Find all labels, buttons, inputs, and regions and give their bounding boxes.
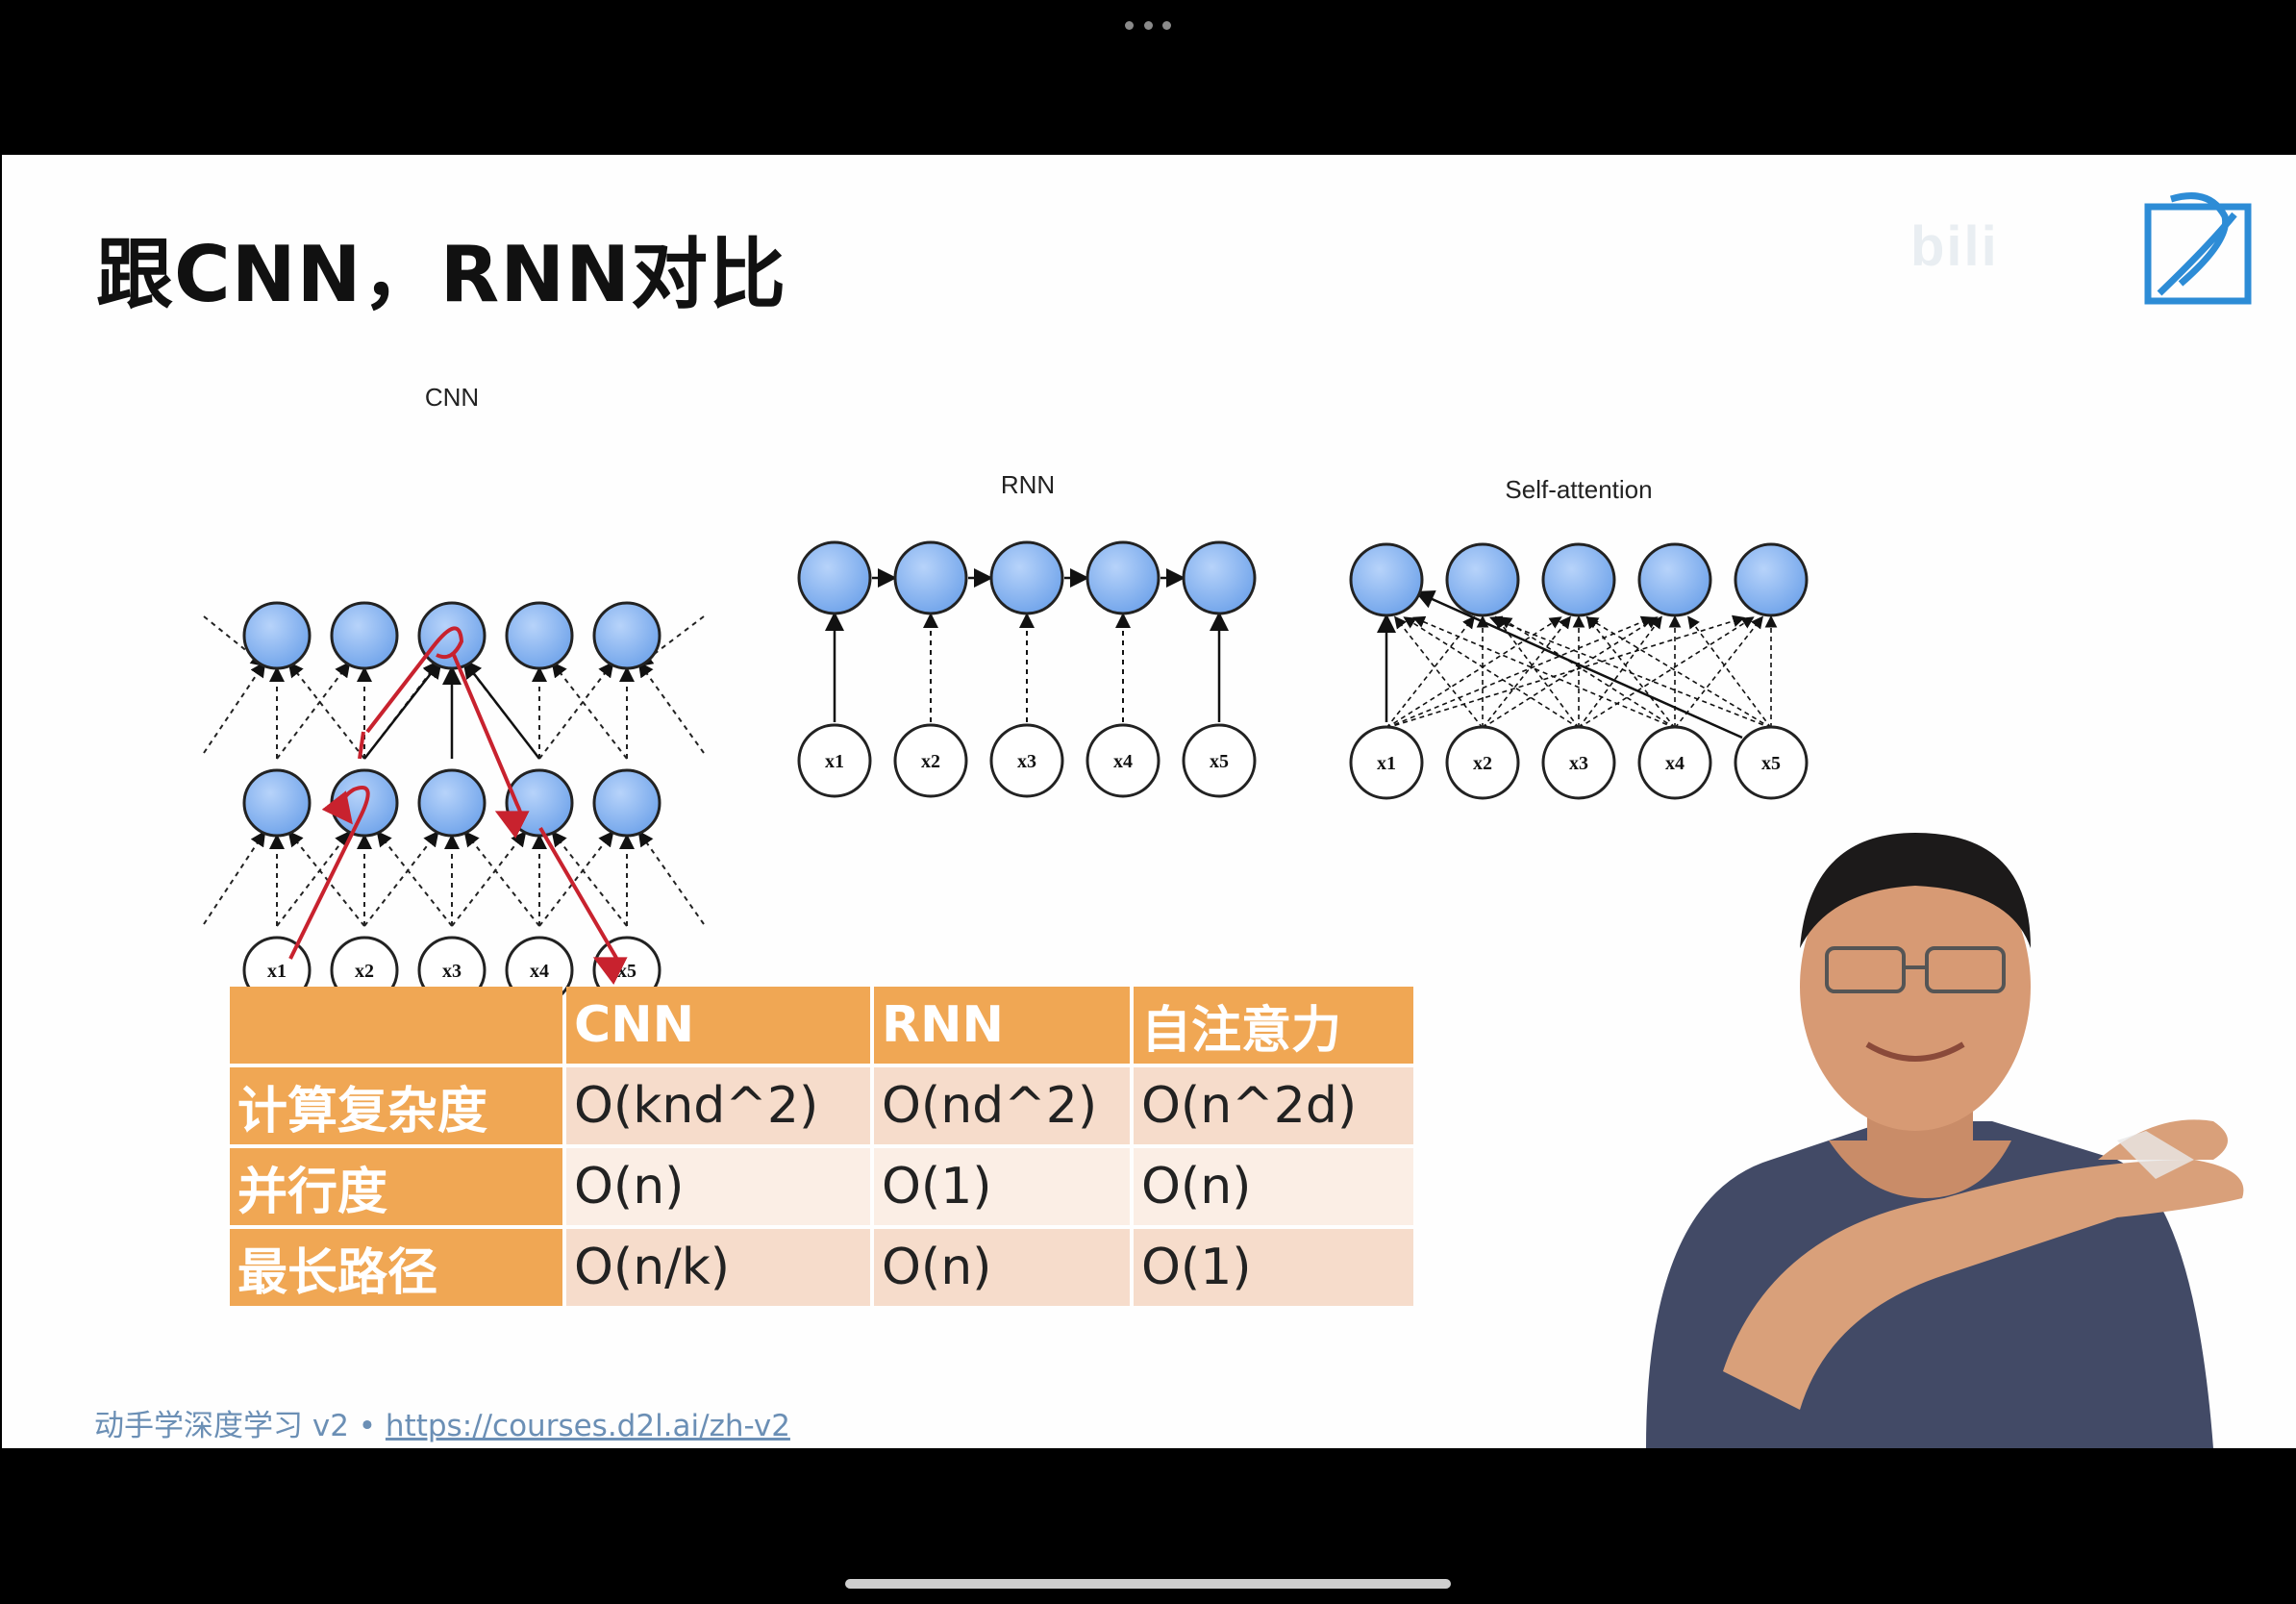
attn-x1-label: x1 [1377,753,1396,774]
rnn-x2-label: x2 [921,751,940,772]
cnn-x1-label: x1 [267,961,287,982]
attn-x5-label: x5 [1761,753,1781,774]
lecture-slide: 跟CNN，RNN对比 bili CNN [2,155,2296,1448]
course-link[interactable]: https://courses.d2l.ai/zh-v2 [385,1409,790,1443]
cell-rnn: O(n) [874,1229,1130,1306]
cell-attention: O(1) [1134,1229,1413,1306]
cell-attention: O(n) [1134,1148,1413,1225]
attn-x4-label: x4 [1665,753,1685,774]
complexity-comparison-table: CNN RNN 自注意力 计算复杂度 O(knd^2) O(nd^2) O(n^… [226,983,1417,1310]
self-attention-diagram: Self-attention x1 x2 x3 x4 x5 [1349,475,1809,800]
rnn-x1-label: x1 [825,751,844,772]
header-cnn: CNN [566,987,870,1064]
row-label-compute-complexity: 计算复杂度 [230,1067,562,1144]
header-rnn: RNN [874,987,1130,1064]
footer-text: 动手学深度学习 v2 • [94,1409,386,1443]
row-label-longest-path: 最长路径 [230,1229,562,1306]
cnn-x4-label: x4 [530,961,549,982]
cell-rnn: O(1) [874,1148,1130,1225]
cell-rnn: O(nd^2) [874,1067,1130,1144]
cell-cnn: O(n) [566,1148,870,1225]
cnn-x3-label: x3 [442,961,462,982]
header-self-attention: 自注意力 [1134,987,1413,1064]
attn-x2-label: x2 [1473,753,1492,774]
row-label-parallelism: 并行度 [230,1148,562,1225]
attn-x3-label: x3 [1569,753,1588,774]
cell-attention: O(n^2d) [1134,1067,1413,1144]
slide-title: 跟CNN，RNN对比 [96,230,787,319]
window-options-dots[interactable] [1125,19,1171,31]
table-row: 计算复杂度 O(knd^2) O(nd^2) O(n^2d) [230,1067,1413,1144]
cell-cnn: O(knd^2) [566,1067,870,1144]
table-header-row: CNN RNN 自注意力 [230,987,1413,1064]
d2l-logo-icon [2144,192,2252,305]
table-corner-cell [230,987,562,1064]
red-annotation-path [288,626,628,986]
rnn-diagram-label: RNN [1001,470,1055,499]
cnn-diagram: CNN [203,383,705,1005]
rnn-x3-label: x3 [1017,751,1036,772]
table-row: 最长路径 O(n/k) O(n) O(1) [230,1229,1413,1306]
cnn-x5-label: x5 [617,961,636,982]
self-attention-diagram-label: Self-attention [1505,475,1652,504]
cell-cnn: O(n/k) [566,1229,870,1306]
video-watermark: bili [1910,215,1999,278]
presenter-video-overlay [1646,833,2244,1448]
cnn-x2-label: x2 [355,961,374,982]
rnn-x5-label: x5 [1210,751,1229,772]
cnn-diagram-label: CNN [425,383,479,412]
slide-footer: 动手学深度学习 v2 • https://courses.d2l.ai/zh-v… [94,1401,790,1444]
rnn-diagram: RNN x1 x2 x3 x4 x5 [797,470,1257,798]
home-indicator[interactable] [845,1579,1451,1589]
rnn-x4-label: x4 [1113,751,1133,772]
table-row: 并行度 O(n) O(1) O(n) [230,1148,1413,1225]
